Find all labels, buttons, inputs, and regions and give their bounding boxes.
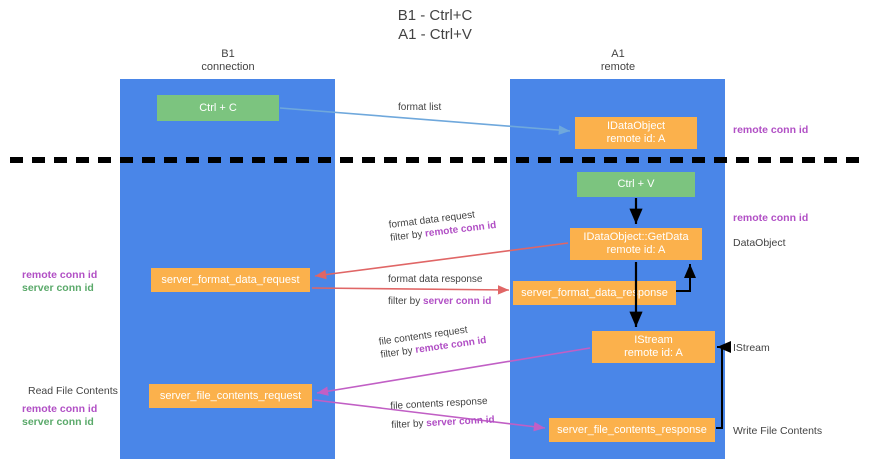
page-title-line2: A1 - Ctrl+V: [398, 26, 472, 43]
label-filter-by-prefix-4: filter by: [391, 418, 427, 431]
box-ctrl-c-label: Ctrl + C: [199, 101, 237, 114]
box-getdata-line2: remote id: A: [606, 244, 666, 256]
box-ctrl-c[interactable]: Ctrl + C: [157, 95, 279, 121]
sidelabel-write-file-contents: Write File Contents: [733, 425, 823, 437]
box-istream-line2: remote id: A: [624, 347, 683, 359]
key-server-conn-id-1: server conn id: [423, 296, 492, 307]
box-ctrl-v-label: Ctrl + V: [617, 178, 655, 190]
sidelabel-read-file-contents: Read File Contents: [28, 385, 118, 397]
box-server-file-contents-request-label: server_file_contents_request: [159, 389, 302, 402]
label-format-data-response: format data response filter by server co…: [388, 273, 491, 308]
box-server-file-contents-response-label: server_file_contents_response: [557, 423, 707, 436]
box-server-format-data-request-label: server_format_data_request: [161, 273, 300, 286]
label-format-data-request: format data request filter by remote con…: [388, 206, 497, 245]
lane-title-a1-line1: A1: [611, 48, 625, 60]
label-filter-by-prefix-3: filter by: [379, 344, 417, 361]
label-filter-by-prefix-1: filter by: [389, 228, 426, 244]
sidelabel-left-server-conn-id-2: server conn id: [22, 416, 94, 428]
label-file-contents-response: file contents response filter by server …: [390, 395, 495, 432]
box-server-file-contents-request[interactable]: server_file_contents_request: [149, 384, 312, 408]
sidelabel-left-remote-conn-id-1: remote conn id: [22, 269, 98, 281]
lane-title-a1: A1 remote: [518, 48, 718, 74]
box-server-file-contents-response[interactable]: server_file_contents_response: [549, 418, 715, 442]
label-filter-by-prefix-2: filter by: [388, 296, 424, 307]
box-istream-line1: IStream: [634, 334, 673, 346]
sidelabel-remote-conn-id-top: remote conn id: [733, 124, 809, 136]
box-server-format-data-response-label: server_format_data_response: [521, 286, 668, 299]
label-format-list: format list: [398, 101, 441, 114]
box-getdata-line1: IDataObject::GetData: [583, 231, 689, 243]
page-title: B1 - Ctrl+C A1 - Ctrl+V: [335, 6, 535, 44]
label-format-data-response-line1: format data response: [388, 274, 483, 285]
sidelabel-dataobject: DataObject: [733, 237, 786, 249]
label-file-contents-response-line2: filter by server conn id: [391, 414, 495, 432]
sidelabel-left-server-conn-id-1: server conn id: [22, 282, 94, 294]
sidelabel-remote-conn-id-mid: remote conn id: [733, 212, 809, 224]
box-idataobject[interactable]: IDataObject remote id: A: [575, 117, 697, 149]
page-title-line1: B1 - Ctrl+C: [397, 7, 473, 24]
lane-title-b1-line1: B1: [221, 48, 235, 60]
box-getdata[interactable]: IDataObject::GetData remote id: A: [570, 228, 702, 260]
box-idataobject-line1: IDataObject: [606, 120, 666, 132]
label-format-list-text: format list: [398, 102, 442, 113]
lane-title-b1-line2: connection: [201, 61, 255, 73]
lane-title-a1-line2: remote: [600, 61, 636, 73]
box-server-format-data-request[interactable]: server_format_data_request: [151, 268, 310, 292]
lane-title-b1: B1 connection: [128, 48, 328, 74]
label-file-contents-request: file contents request filter by remote c…: [378, 321, 487, 362]
box-server-format-data-response[interactable]: server_format_data_response: [513, 281, 676, 305]
sidelabel-left-remote-conn-id-2: remote conn id: [22, 403, 98, 415]
box-ctrl-v[interactable]: Ctrl + V: [577, 172, 695, 197]
box-idataobject-line2: remote id: A: [606, 133, 666, 145]
label-format-data-response-line2: filter by server conn id: [388, 295, 491, 308]
sidelabel-istream: IStream: [733, 342, 770, 354]
key-server-conn-id-2: server conn id: [426, 414, 495, 430]
box-istream[interactable]: IStream remote id: A: [592, 331, 715, 363]
label-file-contents-response-line1: file contents response: [390, 395, 488, 412]
